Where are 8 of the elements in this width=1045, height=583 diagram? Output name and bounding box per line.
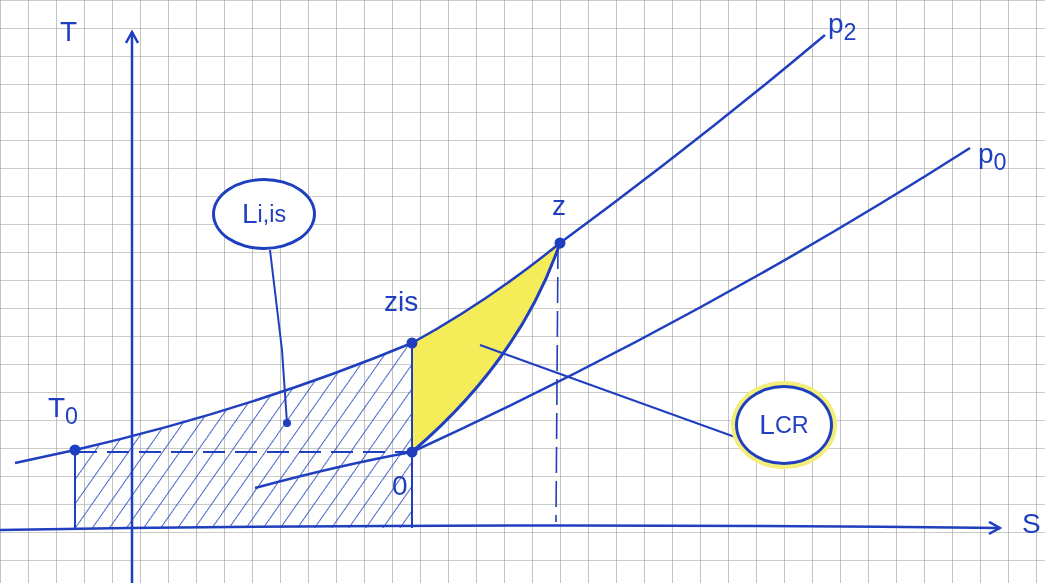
state-point-label: zis [384,288,419,316]
state-point-label: 0 [392,472,408,500]
axis-label: T [60,18,78,46]
isobar-label: p$_{2}$ [828,10,857,44]
isobar-label: p$_{0}$ [978,140,1007,174]
state-point-label: z [552,192,566,220]
state-point-label: T$_{0}$ [48,394,79,428]
axis-label: S [1022,510,1041,538]
